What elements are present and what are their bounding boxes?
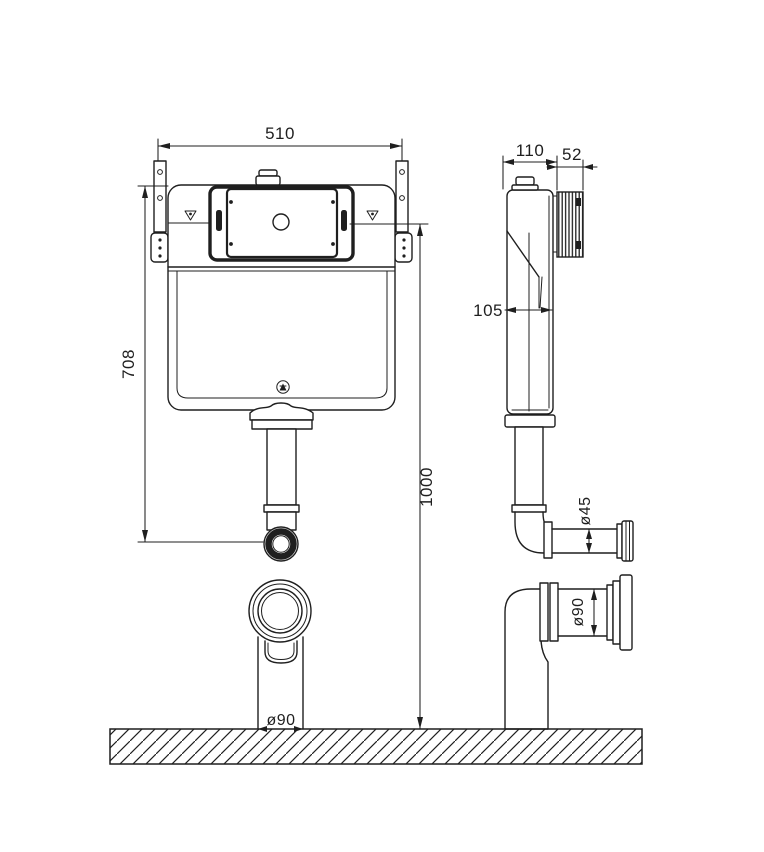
outlet-elbow-side bbox=[504, 574, 633, 730]
outlet-connector-ring bbox=[263, 526, 299, 562]
dim-label-105: 105 bbox=[473, 301, 503, 320]
front-view: 510 bbox=[119, 124, 436, 732]
triangle-mark-right bbox=[366, 210, 379, 221]
triangle-mark-left bbox=[184, 210, 197, 221]
dim-frame-depth: 52 bbox=[546, 145, 598, 191]
dim-label-o90-side: ø90 bbox=[570, 597, 587, 626]
dim-label-o90-front: ø90 bbox=[266, 712, 295, 729]
dim-tank-depth: 105 bbox=[473, 301, 553, 320]
dim-label-o45: ø45 bbox=[577, 496, 594, 525]
top-cap bbox=[255, 169, 281, 186]
dim-label-708: 708 bbox=[119, 349, 138, 379]
dim-install-height: 1000 bbox=[349, 223, 436, 730]
access-panel bbox=[184, 185, 379, 262]
dim-label-510: 510 bbox=[265, 124, 295, 143]
flush-pipe-front bbox=[249, 402, 314, 562]
dim-cistern-height: 708 bbox=[119, 185, 264, 543]
cistern-tank-side bbox=[506, 176, 554, 415]
outlet-elbow-front bbox=[248, 579, 312, 730]
mounting-brackets bbox=[150, 160, 413, 263]
dim-side-outlet: ø90 bbox=[570, 588, 597, 637]
side-view: 110 52 bbox=[473, 141, 634, 730]
brand-emblem bbox=[276, 380, 290, 394]
flush-pipe-side bbox=[504, 414, 634, 562]
dim-side-depth: 110 bbox=[502, 141, 558, 191]
dim-label-110: 110 bbox=[516, 141, 545, 160]
pan-connector-flange bbox=[606, 574, 633, 651]
dim-front-width: 510 bbox=[157, 124, 403, 209]
dim-label-1000: 1000 bbox=[417, 467, 436, 507]
frame-block bbox=[552, 191, 584, 258]
dim-label-52: 52 bbox=[562, 145, 582, 164]
floor-section bbox=[109, 728, 643, 765]
top-cap-side bbox=[511, 176, 539, 191]
wall-flange-side bbox=[616, 520, 634, 562]
dim-flush-pipe: ø45 bbox=[577, 496, 594, 554]
